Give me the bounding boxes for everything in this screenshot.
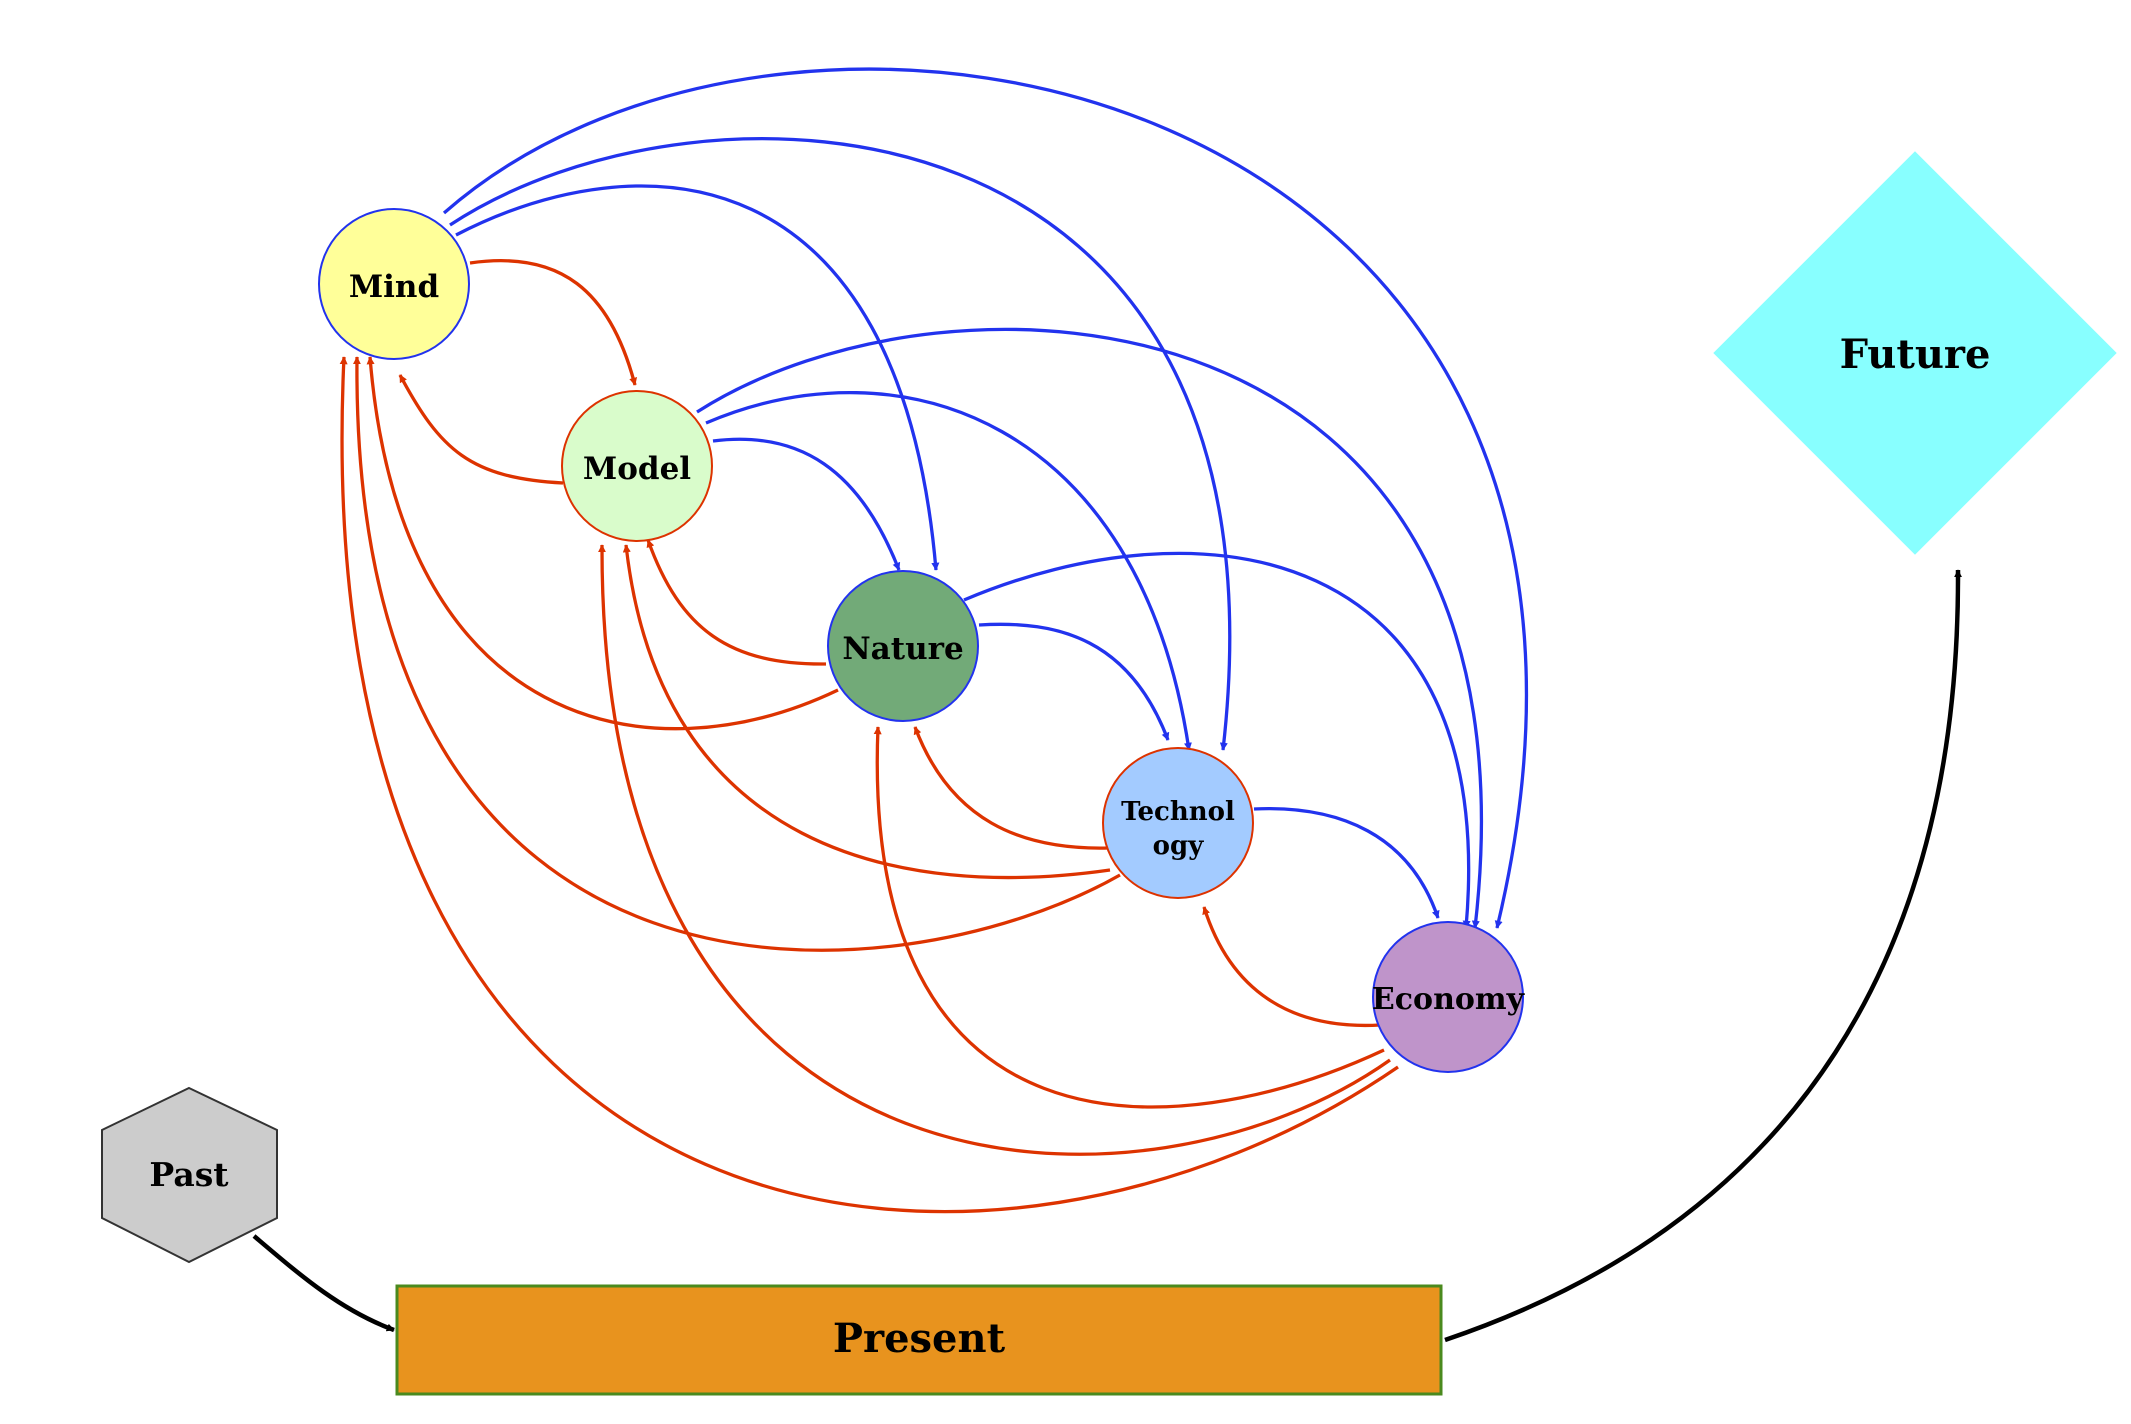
edge-model-to-economy xyxy=(696,327,1483,929)
node-economy[interactable]: Economy xyxy=(1372,921,1526,1073)
edge-mind-to-technology xyxy=(449,137,1232,751)
edge-economy-to-technology xyxy=(1202,906,1381,1028)
edge-mind-to-model xyxy=(469,258,638,386)
node-past[interactable]: Past xyxy=(101,1086,278,1264)
edge-model-to-technology xyxy=(705,390,1192,751)
backward-edges xyxy=(339,258,1399,1214)
node-future[interactable]: Future xyxy=(1713,151,2117,555)
edge-technology-to-model xyxy=(622,544,1111,880)
node-economy-label: Economy xyxy=(1372,982,1526,1017)
forward-edges xyxy=(442,67,1529,929)
node-technology-label-line2: ogy xyxy=(1153,831,1205,861)
timeline-edges xyxy=(252,569,1963,1343)
edge-nature-to-technology xyxy=(978,622,1170,741)
edge-nature-to-economy xyxy=(963,551,1471,929)
node-future-label: Future xyxy=(1840,331,1991,378)
node-nature-label: Nature xyxy=(842,631,963,667)
node-nature[interactable]: Nature xyxy=(827,570,979,722)
node-technology[interactable]: Technol ogy xyxy=(1102,747,1254,899)
edge-technology-to-economy xyxy=(1253,807,1440,919)
edge-mind-to-nature xyxy=(455,184,940,571)
edge-economy-to-model xyxy=(597,544,1391,1156)
node-mind-label: Mind xyxy=(349,269,439,305)
edge-mind-to-economy xyxy=(442,67,1529,929)
node-present[interactable]: Present xyxy=(395,1284,1443,1396)
edge-present-to-future xyxy=(1444,569,1963,1343)
node-mind[interactable]: Mind xyxy=(318,208,470,360)
node-past-shape xyxy=(101,1086,278,1264)
node-model-shape xyxy=(561,390,713,542)
edge-technology-to-mind xyxy=(352,356,1121,952)
node-present-label: Present xyxy=(833,1315,1006,1362)
edge-model-to-mind xyxy=(398,374,564,485)
node-technology-label-line1: Technol xyxy=(1121,797,1235,827)
node-economy-shape xyxy=(1372,921,1524,1073)
edge-nature-to-mind xyxy=(366,356,839,731)
node-mind-shape xyxy=(318,208,470,360)
edge-past-to-present xyxy=(252,1234,395,1333)
edge-economy-to-nature xyxy=(873,726,1385,1109)
node-model-label: Model xyxy=(583,451,691,487)
edge-model-to-nature xyxy=(712,437,901,571)
node-technology-shape xyxy=(1102,747,1254,899)
edge-nature-to-model xyxy=(646,539,827,666)
node-nature-shape xyxy=(827,570,979,722)
node-future-shape xyxy=(1713,151,2117,555)
node-model[interactable]: Model xyxy=(561,390,713,542)
edge-technology-to-nature xyxy=(913,726,1109,850)
node-present-shape xyxy=(395,1284,1443,1396)
edge-economy-to-mind xyxy=(339,356,1399,1214)
node-past-label: Past xyxy=(149,1155,229,1194)
